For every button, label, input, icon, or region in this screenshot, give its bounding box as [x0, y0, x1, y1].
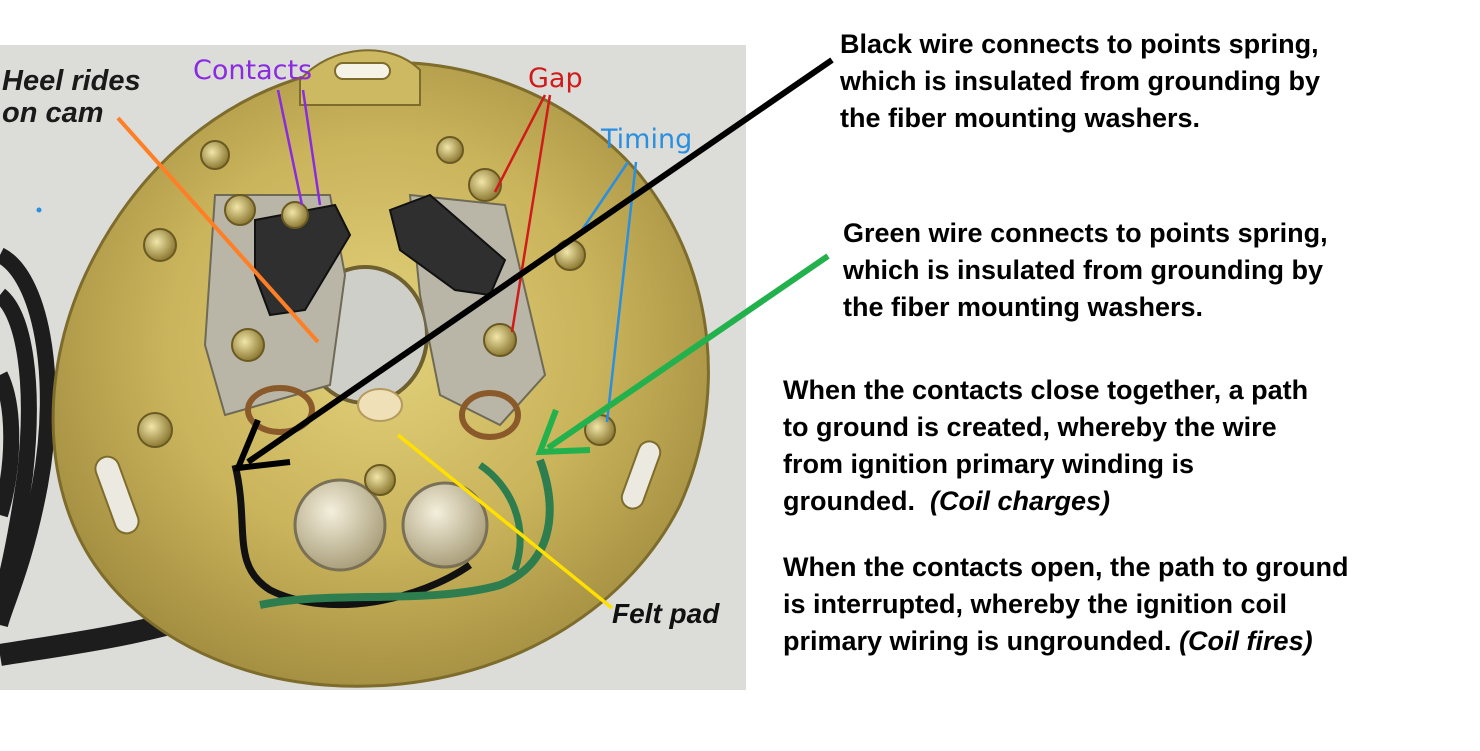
green-wire-note-line: the fiber mounting washers. [843, 292, 1204, 322]
contacts-close-note-line: from ignition primary winding is [783, 449, 1195, 479]
black-wire-note-line: the fiber mounting washers. [840, 103, 1201, 133]
felt-pad-label: Felt pad [612, 598, 720, 629]
black-wire-note: Black wire connects to points spring, wh… [840, 26, 1320, 137]
green-wire-note-line: Green wire connects to points spring, [843, 218, 1328, 248]
contacts-close-note-line: When the contacts close together, a path [783, 375, 1309, 405]
heel-label-line-1: Heel rides [2, 65, 141, 97]
contacts-open-note-text: primary wiring is ungrounded. [783, 626, 1172, 656]
contacts-close-note: When the contacts close together, a path… [783, 372, 1308, 520]
black-wire-note-line: which is insulated from grounding by [840, 66, 1321, 96]
timing-label: Timing [601, 124, 693, 155]
coil-fires-emphasis: (Coil fires) [1179, 626, 1313, 656]
contacts-close-note-line: to ground is created, whereby the wire [783, 412, 1277, 442]
contacts-open-note-line: is interrupted, whereby the ignition coi… [783, 589, 1288, 619]
contacts-label: Contacts [193, 55, 313, 86]
coil-charges-emphasis: (Coil charges) [930, 486, 1111, 516]
contacts-close-note-text: grounded. [783, 486, 915, 516]
heel-rides-on-cam-label: Heel rides on cam [2, 65, 141, 130]
contacts-open-note-last-line: primary wiring is ungrounded. (Coil fire… [783, 623, 1348, 660]
contacts-open-note-line: When the contacts open, the path to grou… [783, 552, 1349, 582]
gap-label: Gap [528, 63, 583, 94]
black-wire-note-line: Black wire connects to points spring, [840, 29, 1319, 59]
contacts-close-note-last-line: grounded. (Coil charges) [783, 483, 1308, 520]
contacts-open-note: When the contacts open, the path to grou… [783, 549, 1348, 660]
heel-label-line-2: on cam [2, 97, 104, 130]
green-wire-note-line: which is insulated from grounding by [843, 255, 1324, 285]
green-wire-note: Green wire connects to points spring, wh… [843, 215, 1328, 326]
